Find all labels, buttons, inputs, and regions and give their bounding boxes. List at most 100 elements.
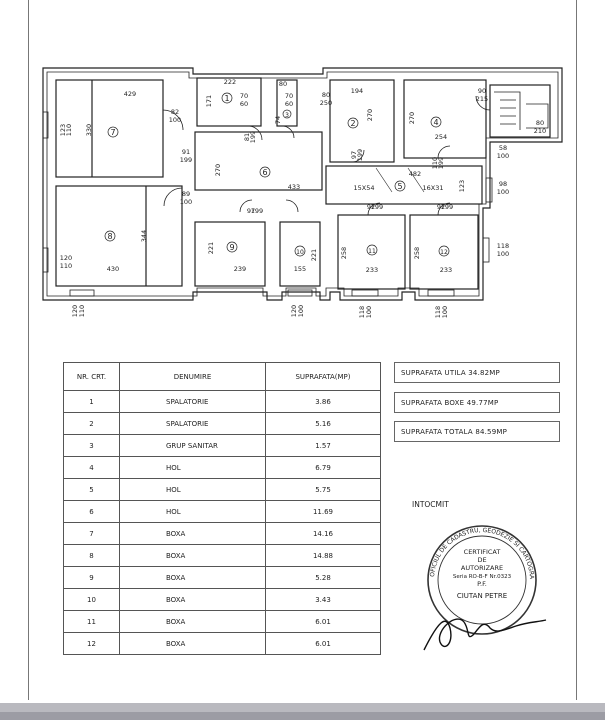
room-number-1: 1 — [224, 94, 229, 103]
cell-suprafata: 5.75 — [265, 478, 381, 501]
room-number-5: 5 — [397, 182, 402, 191]
cell-nr: 6 — [63, 500, 120, 523]
dimension: 171 — [205, 95, 213, 107]
dimension: 199 — [251, 207, 263, 215]
dimension: 194 — [351, 87, 363, 95]
useful-area-box: SUPRAFATA UTILA 34.82MP — [394, 362, 560, 383]
dimension: 199 — [441, 203, 453, 211]
cell-denumire: HOL — [119, 478, 266, 501]
cell-nr: 3 — [63, 434, 120, 457]
dimension: 270 — [408, 112, 416, 124]
dimension: 221 — [310, 249, 318, 261]
cell-denumire: HOL — [119, 456, 266, 479]
cell-suprafata: 3.86 — [265, 390, 381, 413]
dimension: 92 — [367, 203, 375, 211]
dimension: 81 — [243, 133, 251, 141]
cell-denumire: BOXA — [119, 544, 266, 567]
total-area-box: SUPRAFATA TOTALA 84.59MP — [394, 421, 560, 442]
cell-nr: 9 — [63, 566, 120, 589]
room-number-7: 7 — [110, 128, 115, 137]
dimension: 482 — [409, 170, 421, 178]
dimension: 344 — [140, 230, 148, 242]
intocmit-label: INTOCMIT — [412, 500, 449, 509]
room-number-3: 3 — [285, 112, 289, 119]
dimension: 215 — [476, 95, 488, 103]
cell-nr: 12 — [63, 632, 120, 655]
dimension: 123 — [59, 124, 67, 136]
cell-suprafata: 5.16 — [265, 412, 381, 435]
dimension: 82 — [171, 108, 179, 116]
cell-denumire: BOXA — [119, 588, 266, 611]
dimension: 100 — [497, 188, 509, 196]
room-number-9: 9 — [229, 243, 234, 252]
dimension: 110 — [431, 157, 439, 169]
dimension: 100 — [497, 250, 509, 258]
left-margin-line — [28, 0, 29, 700]
stamp-line: CERTIFICAT — [464, 548, 501, 556]
dimension: 233 — [440, 266, 452, 274]
cell-denumire: BOXA — [119, 566, 266, 589]
dimension: 199 — [249, 131, 257, 143]
dimension: 270 — [214, 164, 222, 176]
dimension: 258 — [413, 247, 421, 259]
dimension: 110 — [60, 262, 72, 270]
room-number-6: 6 — [262, 168, 267, 177]
dimension: 58 — [499, 144, 507, 152]
stamp-line: P.F. — [477, 580, 487, 588]
cell-denumire: BOXA — [119, 610, 266, 633]
dimension: 199 — [437, 157, 445, 169]
dimension: 120 — [71, 305, 79, 317]
dimension: 100 — [180, 198, 192, 206]
dimension: 239 — [234, 265, 246, 273]
cell-nr: 11 — [63, 610, 120, 633]
cell-denumire: HOL — [119, 500, 266, 523]
dimension: 430 — [107, 265, 119, 273]
room-number-4: 4 — [433, 118, 438, 127]
dimension: 89 — [182, 190, 190, 198]
dimension: 100 — [497, 152, 509, 160]
cell-nr: 5 — [63, 478, 120, 501]
dimension: 70 — [240, 92, 248, 100]
stamp-line: AUTORIZARE — [461, 564, 503, 572]
dimension: 120 — [290, 305, 298, 317]
dimension: 15X54 — [354, 184, 375, 192]
cell-suprafata: 5.28 — [265, 566, 381, 589]
dimension: 222 — [224, 78, 236, 86]
cell-suprafata: 6.79 — [265, 456, 381, 479]
cell-nr: 2 — [63, 412, 120, 435]
cell-nr: 7 — [63, 522, 120, 545]
dimension: 118 — [497, 242, 509, 250]
cell-suprafata: 6.01 — [265, 610, 381, 633]
dimension: 118 — [434, 306, 442, 318]
dimension: 91 — [182, 148, 190, 156]
dimension: 80 — [279, 80, 287, 88]
cell-nr: 8 — [63, 544, 120, 567]
dimension: 199 — [180, 156, 192, 164]
dimension: 80 — [322, 91, 330, 99]
dimension: 60 — [285, 100, 293, 108]
cell-nr: 10 — [63, 588, 120, 611]
cell-nr: 1 — [63, 390, 120, 413]
dimension: 433 — [288, 183, 300, 191]
dimension: 80 — [536, 119, 544, 127]
dimension: 16X31 — [423, 184, 444, 192]
right-margin-line — [576, 0, 577, 700]
table-header-row: NR. CRT. DENUMIRE SUPRAFATA(MP) — [63, 362, 381, 391]
signature — [423, 618, 547, 651]
floor-plan: 1 2 3 4 5 6 7 8 9 10 11 12 222 — [42, 67, 563, 318]
cell-suprafata: 11.69 — [265, 500, 381, 523]
dimension: 97 — [247, 207, 255, 215]
dimension: 100 — [441, 306, 449, 318]
dimension: 90 — [478, 87, 486, 95]
